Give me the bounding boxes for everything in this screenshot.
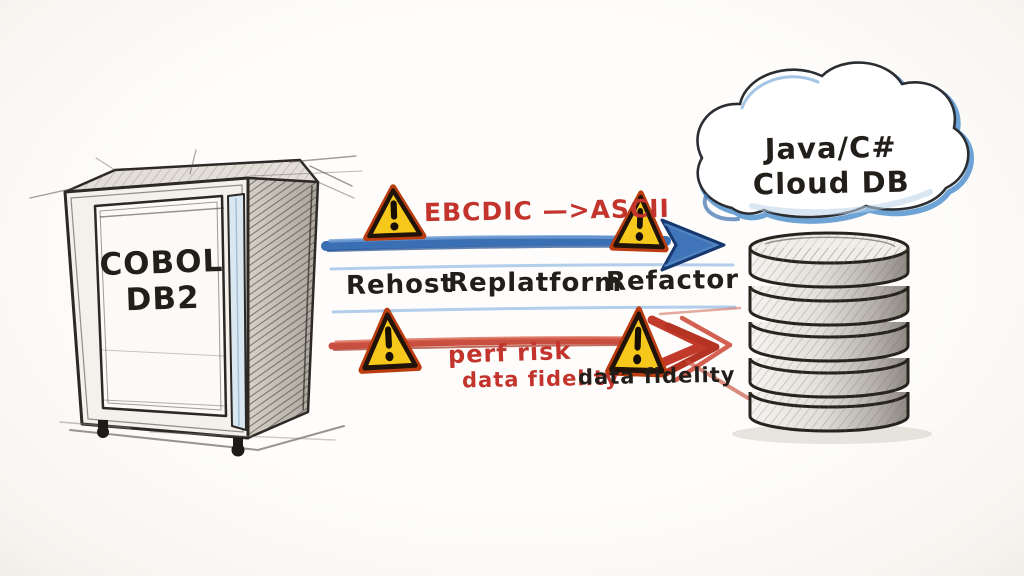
strategy-label-rehost: Rehost (345, 269, 455, 301)
risk-label-data-fidelity-black: data fidelity (577, 362, 736, 390)
mainframe-box (29, 149, 363, 457)
mainframe-label-line1: COBOL (98, 242, 224, 284)
caster-wheel (231, 438, 245, 457)
cloud-label: Java/C# Cloud DB (737, 129, 924, 202)
warning-triangle-icon (358, 307, 422, 374)
mainframe-label-line2: DB2 (125, 279, 201, 318)
cloud-label-line2: Cloud DB (752, 164, 910, 202)
database-stack (732, 231, 932, 444)
blue-arrow-annotation: EBCDIC —>ASCII (423, 193, 671, 228)
warning-triangle-icon (363, 184, 427, 242)
risk-label-perf: perf risk (447, 336, 572, 370)
strategy-label-replatform: Replatform (448, 268, 623, 298)
warning-triangle-icon (609, 190, 669, 253)
cloud-shape (696, 61, 974, 224)
mainframe-label: COBOL DB2 (85, 243, 239, 320)
caster-wheel (97, 420, 109, 438)
cloud-label-line1: Java/C# (764, 129, 897, 167)
strategy-label-refactor: Refactor (605, 264, 740, 298)
warning-triangle-icon (605, 306, 669, 378)
